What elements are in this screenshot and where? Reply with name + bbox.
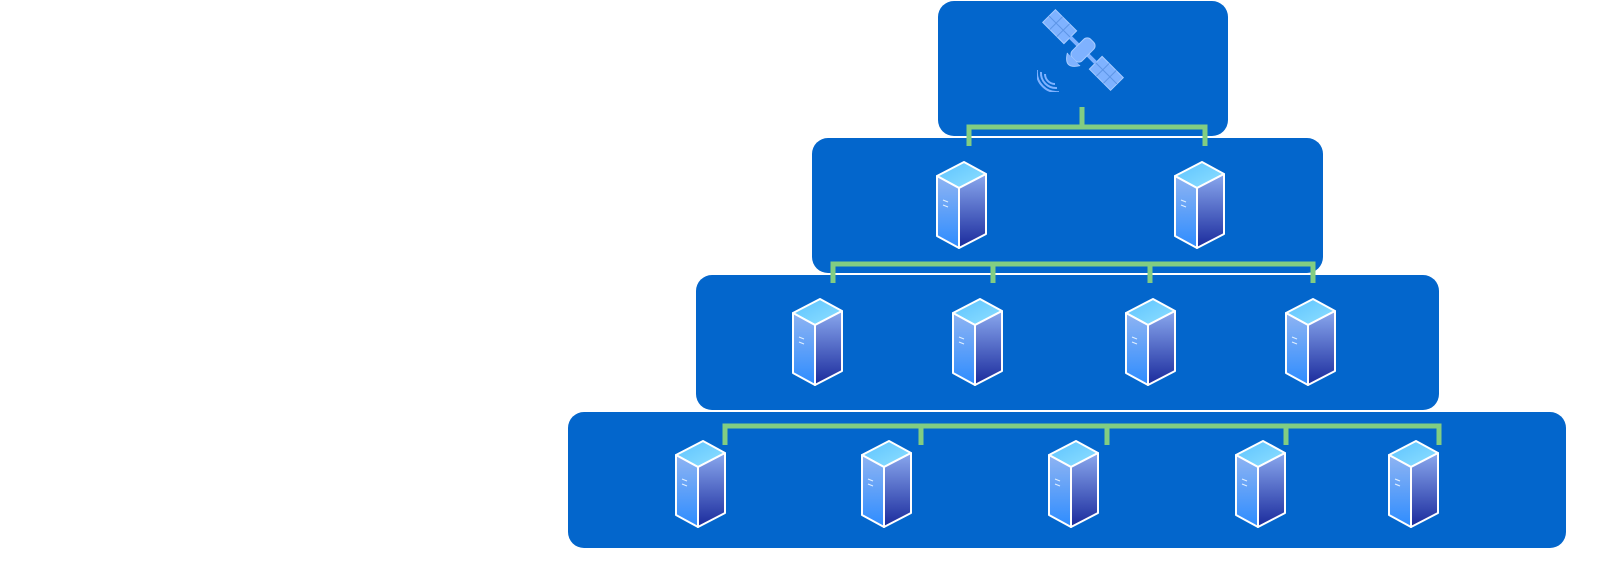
- server-node: [1173, 160, 1227, 255]
- server-icon: [1125, 298, 1176, 386]
- server-node: [951, 297, 1005, 392]
- server-node: [935, 160, 989, 255]
- server-node: [1284, 297, 1338, 392]
- server-icon: [1235, 440, 1286, 528]
- server-node: [674, 439, 728, 534]
- server-icon: [861, 440, 912, 528]
- server-node: [860, 439, 914, 534]
- satellite-node: [1035, 8, 1129, 97]
- server-icon: [952, 298, 1003, 386]
- server-node: [791, 297, 845, 392]
- tier-1-panel: [812, 138, 1323, 273]
- server-node: [1047, 439, 1101, 534]
- server-node: [1234, 439, 1288, 534]
- server-icon: [936, 161, 987, 249]
- server-icon: [1388, 440, 1439, 528]
- server-icon: [792, 298, 843, 386]
- server-icon: [675, 440, 726, 528]
- server-icon: [1285, 298, 1336, 386]
- server-icon: [1048, 440, 1099, 528]
- server-icon: [1174, 161, 1225, 249]
- server-node: [1387, 439, 1441, 534]
- satellite-icon: [1035, 8, 1125, 94]
- server-node: [1124, 297, 1178, 392]
